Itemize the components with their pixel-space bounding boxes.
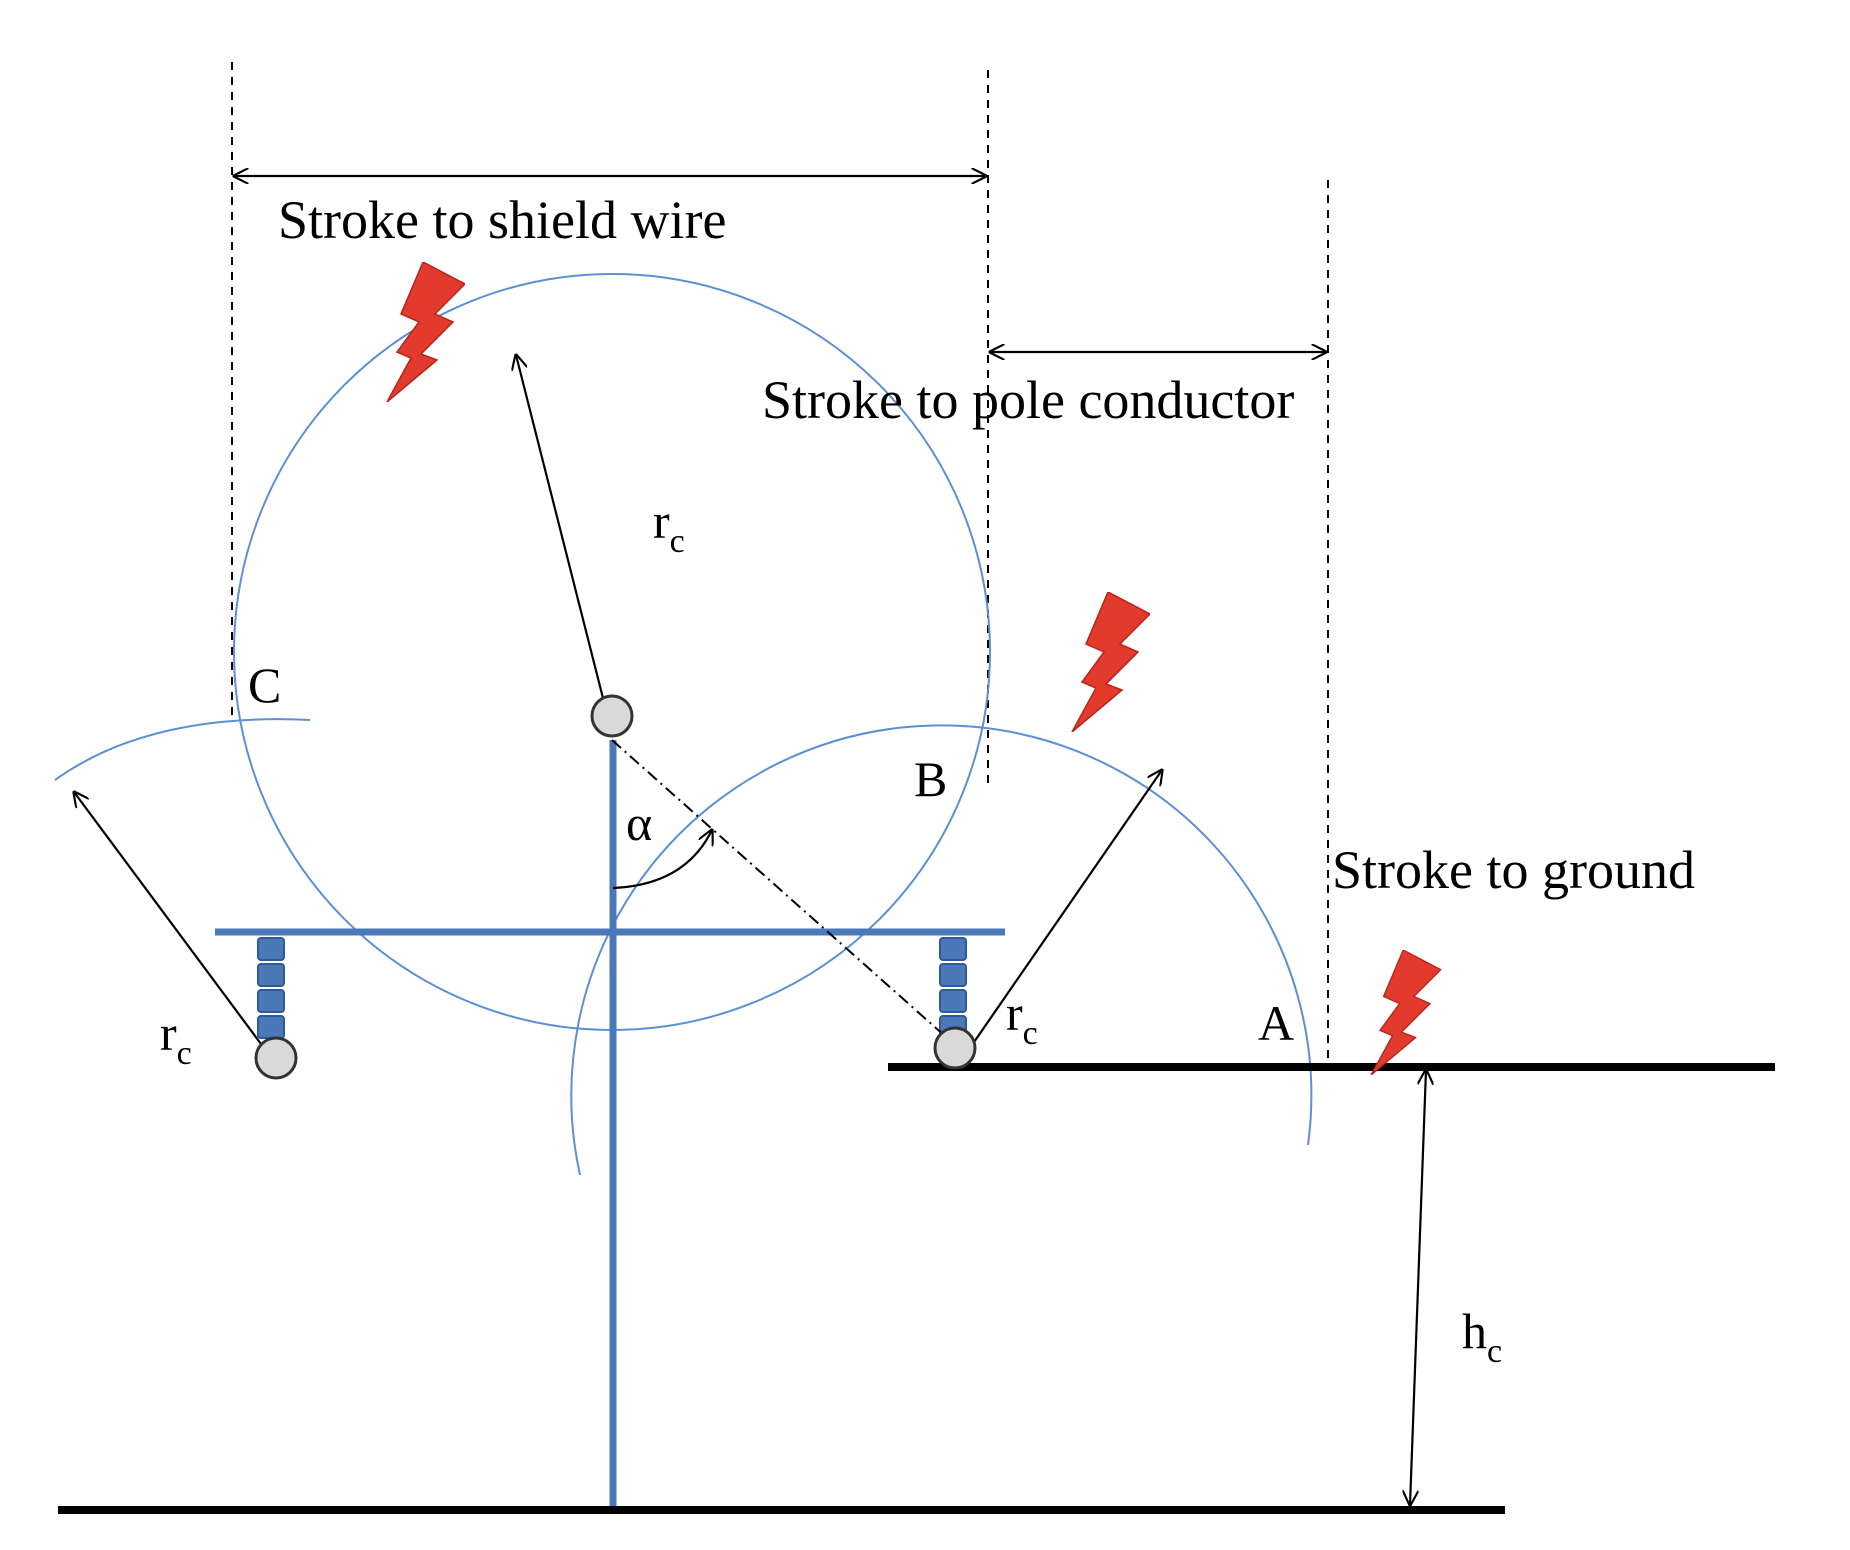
right-insulator	[939, 937, 967, 1039]
shield-radius-label: rc	[653, 493, 685, 560]
right-radius-label: rc	[1006, 985, 1038, 1052]
lightning-bolt-icon	[1370, 950, 1442, 1075]
left-phase-conductor	[254, 1036, 298, 1080]
shielding-angle-label: α	[626, 795, 652, 851]
shield-radius-arrow	[516, 355, 608, 711]
point-b-label: B	[914, 751, 947, 807]
lightning-bolt-icon	[1071, 592, 1150, 732]
right-phase-conductor	[933, 1026, 977, 1070]
left-insulator	[257, 937, 285, 1039]
phase-c-radius-arrow	[74, 792, 265, 1049]
stroke-to-shield-wire-label: Stroke to shield wire	[278, 190, 726, 250]
shield-angle-line	[611, 739, 956, 1046]
stroke-to-pole-conductor-label: Stroke to pole conductor	[762, 370, 1294, 430]
lightning-bolt-icon	[386, 262, 465, 402]
phase-b-radius-arrow	[971, 770, 1162, 1046]
point-c-label: C	[248, 657, 281, 713]
shielding-angle-arc	[612, 830, 712, 890]
height-label: hc	[1462, 1303, 1502, 1370]
point-a-label: A	[1258, 995, 1294, 1051]
phase-c-striking-arc	[54, 718, 311, 781]
phase-b-striking-arc	[570, 724, 1313, 1176]
shield-wire-conductor	[590, 694, 634, 738]
stroke-to-ground-label: Stroke to ground	[1332, 840, 1695, 900]
height-arrow	[1410, 1070, 1426, 1505]
left-radius-label: rc	[160, 1005, 192, 1072]
